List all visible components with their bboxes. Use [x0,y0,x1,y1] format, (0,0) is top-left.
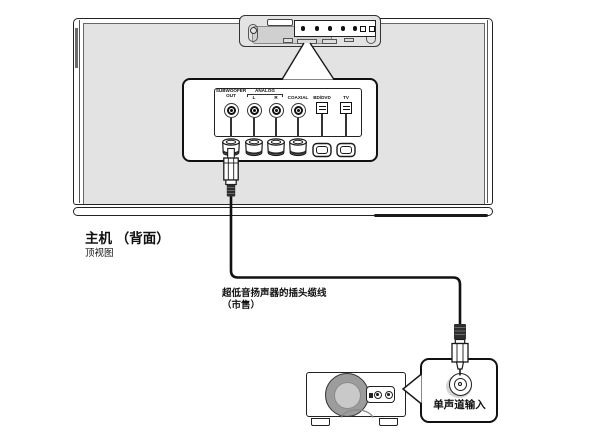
connector-base [297,39,317,44]
jack-stem [230,117,232,137]
analog-l-jack-pin [252,108,256,112]
bd-dvd-optical-port [316,102,328,114]
tv-label: TV [343,94,349,100]
subwoofer-foot [311,417,330,426]
rca-jack-topview [340,26,346,31]
jack-stem [345,114,347,137]
main-unit-title: 主机 （背面） [85,231,170,246]
subwoofer-foot [379,417,398,426]
screw-icon [249,26,257,34]
optical-shutter-line [318,108,326,110]
optical-shutter-line [342,105,350,107]
jack-stem [321,114,323,137]
main-unit-bottom-shade [374,213,488,217]
tv-optical-port [340,102,352,114]
analog-l-label: L [252,94,256,100]
optical-shutter-line [342,108,350,110]
analog-label: ANALOG [255,88,275,93]
subwoofer-out-label-line1: SUBWOOFER [215,88,247,93]
optical-shutter-line [318,105,326,107]
rca-jack-topview [314,26,320,31]
connector-base [344,38,354,42]
coaxial-label: COAXIAL [287,94,309,100]
subwoofer-panel-jack-pin [387,393,390,396]
rca-jack-topview [300,26,306,31]
main-unit-side-shade [75,28,78,68]
subwoofer-panel-switch [369,392,373,398]
coaxial-jack-pin [296,108,300,112]
bd-dvd-label: BD/DVD [313,94,331,100]
main-unit-edge-line-left [79,20,80,203]
mono-input-jack-pin [457,381,463,387]
subwoofer-out-label-line2: OUT [226,92,236,98]
jack-stem [253,117,255,137]
top-view-label: 顶视图 [85,248,114,259]
subwoofer-panel-jack-pin [376,393,379,396]
analog-r-label: R [274,94,278,100]
analog-bracket [247,94,283,97]
cable-label-line2: （市售） [222,300,261,311]
jack-stem [297,117,299,137]
rca-jack-topview [352,26,358,31]
mono-input-label: 单声道输入 [433,399,486,411]
main-unit-edge-line-right [487,20,488,203]
optical-jack-topview [359,25,366,32]
screw-slot-left [248,24,258,42]
jack-stem [275,117,277,137]
rca-jack-topview [327,26,333,31]
subwoofer-driver-cone [333,381,361,409]
analog-r-jack-pin [274,108,278,112]
subwoofer-out-jack-pin [229,108,233,112]
rear-panel [214,88,362,137]
recess-label-plate [267,19,293,26]
connector-base [283,38,293,43]
connector-strip-topview [294,20,376,37]
optical-jack-topview [368,25,375,32]
connector-base [322,39,337,44]
